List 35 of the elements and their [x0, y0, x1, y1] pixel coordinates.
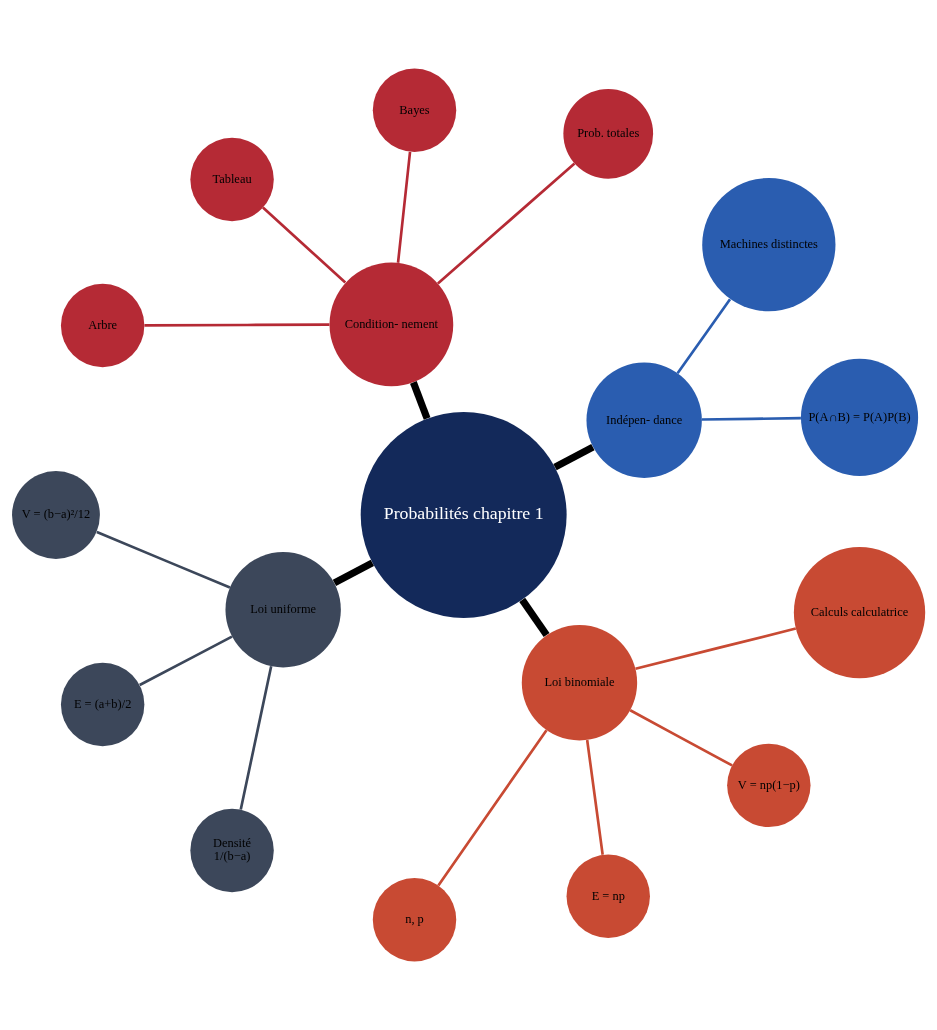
node-circle: Densité 1/(b−a) — [190, 808, 274, 893]
node-circle: P(A∩B) = P(A)P(B) — [800, 358, 919, 476]
node-circle: Machines distinctes — [702, 178, 836, 312]
connector — [410, 381, 431, 420]
node-circle: Loi uniforme — [225, 552, 341, 668]
node-circle: V = (b−a)²/12 — [12, 471, 100, 559]
connector — [332, 559, 374, 586]
connector — [396, 151, 412, 263]
connector — [437, 729, 548, 887]
connector — [519, 597, 550, 638]
node-circle: V = np(1−p) — [727, 743, 811, 828]
connector — [701, 416, 801, 421]
node-circle: Condition- nement — [329, 262, 454, 387]
node-circle: Calculs calculatrice — [793, 546, 926, 679]
connector — [239, 665, 273, 810]
connector — [629, 709, 733, 767]
node-circle: Tableau — [190, 137, 274, 222]
connector — [585, 739, 604, 855]
connector — [262, 206, 347, 284]
connector — [144, 323, 330, 327]
connector — [553, 444, 595, 471]
node-circle: Indépen- dance — [586, 362, 702, 478]
node-circle: Loi binomiale — [521, 625, 638, 741]
connector — [676, 298, 732, 374]
node-circle: Probabilités chapitre 1 — [360, 412, 567, 618]
node-circle: E = np — [566, 854, 650, 938]
connector — [96, 530, 231, 589]
node-circle: Arbre — [60, 283, 145, 368]
node-circle: Prob. totales — [563, 88, 654, 179]
connector — [635, 627, 797, 671]
node-circle: n, p — [372, 878, 457, 962]
connector — [139, 635, 233, 687]
connector — [437, 162, 576, 285]
node-circle: E = (a+b)/2 — [60, 662, 145, 747]
node-circle: Bayes — [372, 68, 457, 152]
